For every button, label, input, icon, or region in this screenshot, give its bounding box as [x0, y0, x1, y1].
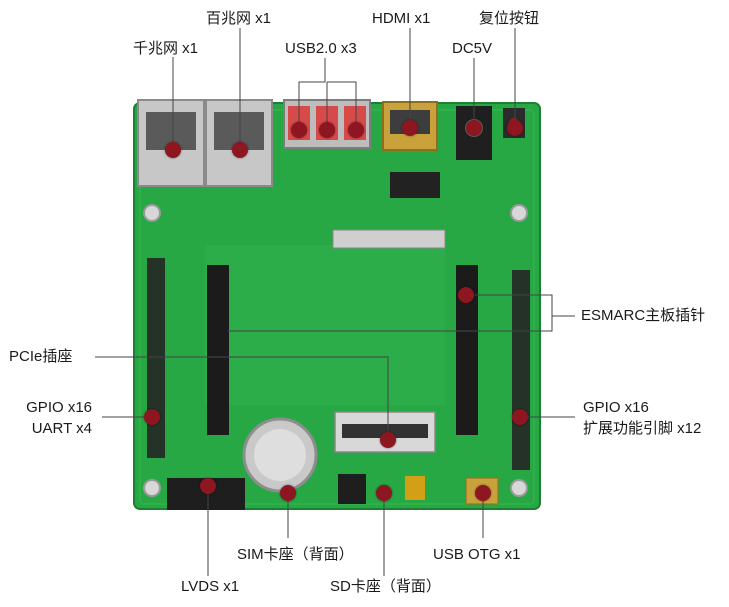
- label-gpio-left-1: GPIO x16: [26, 399, 92, 416]
- marker-esmarc: [458, 287, 474, 303]
- mounting-hole: [510, 479, 528, 497]
- gpio-strip-left: [147, 258, 165, 458]
- label-fe: 百兆网 x1: [206, 10, 272, 27]
- gpio-strip-right: [512, 270, 530, 470]
- label-reset: 复位按钮: [479, 10, 540, 27]
- marker-sd: [376, 485, 392, 501]
- label-gpio-right-2: 扩展功能引脚 x12: [583, 420, 702, 437]
- label-dc: DC5V: [452, 40, 493, 57]
- ic-chip: [390, 172, 440, 198]
- marker-fe: [232, 142, 248, 158]
- label-esmarc: ESMARC主板插针: [581, 307, 706, 324]
- marker-hdmi: [402, 120, 418, 136]
- leader-lines: [95, 28, 575, 576]
- header-left: [207, 265, 229, 435]
- marker-lvds: [200, 478, 216, 494]
- label-pcie: PCIe插座: [9, 348, 73, 365]
- mounting-hole: [143, 479, 161, 497]
- header-right: [456, 265, 478, 435]
- label-usb: USB2.0 x3: [285, 40, 357, 57]
- marker-usb-3: [348, 122, 364, 138]
- marker-gige: [165, 142, 181, 158]
- marker-usb-1: [291, 122, 307, 138]
- mounting-hole: [143, 204, 161, 222]
- marker-pcie: [380, 432, 396, 448]
- label-gpio-left-2: UART x4: [31, 420, 92, 437]
- marker-gpio-left: [144, 409, 160, 425]
- marker-dc: [466, 120, 482, 136]
- marker-sim: [280, 485, 296, 501]
- label-sd: SD卡座（背面）: [330, 578, 441, 595]
- label-sim: SIM卡座（背面）: [237, 546, 354, 563]
- marker-usb-2: [319, 122, 335, 138]
- label-gpio-right-1: GPIO x16: [583, 399, 649, 416]
- fpc-connector: [332, 229, 446, 249]
- mounting-hole: [510, 204, 528, 222]
- label-lvds: LVDS x1: [181, 578, 240, 595]
- marker-gpio-right: [512, 409, 528, 425]
- marker-reset: [507, 120, 523, 136]
- marker-usb-otg: [475, 485, 491, 501]
- label-hdmi: HDMI x1: [372, 10, 431, 27]
- label-gige: 千兆网 x1: [133, 40, 199, 57]
- label-usb-otg: USB OTG x1: [433, 546, 521, 563]
